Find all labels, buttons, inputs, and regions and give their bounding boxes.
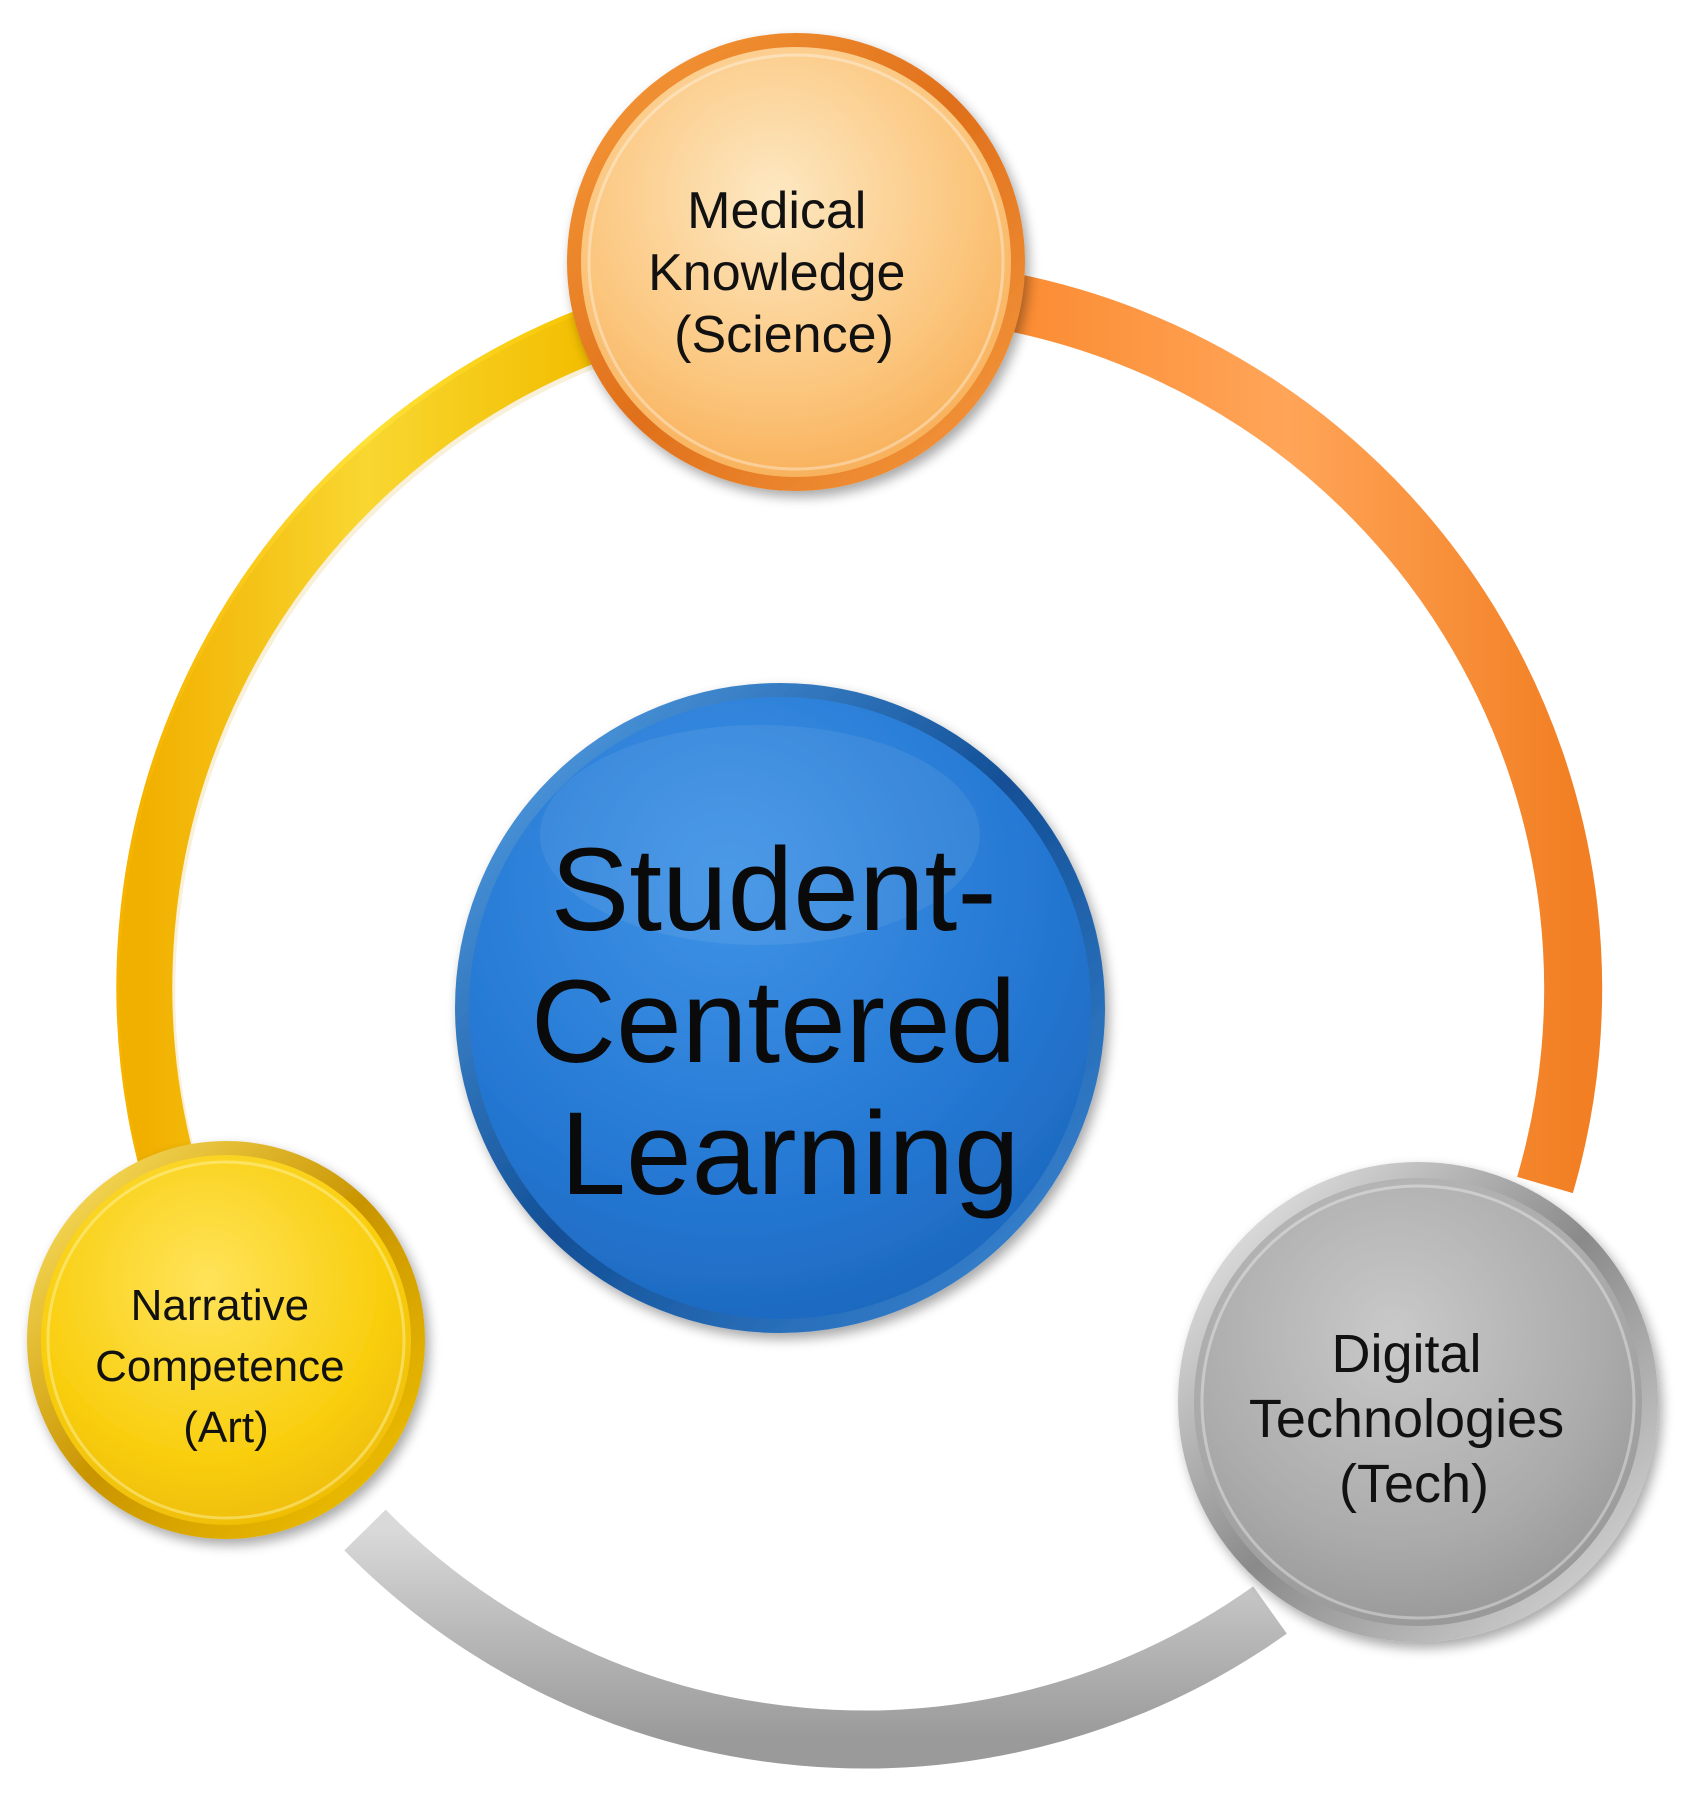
- yellow-arc: [116, 308, 601, 1183]
- art-line-3: (Art): [183, 1403, 269, 1452]
- science-label: Medical Knowledge (Science): [648, 182, 920, 364]
- tech-node-circle: [1178, 1162, 1658, 1642]
- art-line-2: Competence: [95, 1342, 344, 1391]
- gray-arc: [344, 1509, 1287, 1769]
- science-line-3: (Science): [674, 306, 894, 364]
- center-label: Student- Centered Learning: [531, 824, 1049, 1220]
- tech-node: [1178, 1162, 1658, 1642]
- orange-arc: [994, 271, 1603, 1194]
- art-label: Narrative Competence (Art): [95, 1281, 357, 1452]
- center-node: [455, 683, 1105, 1333]
- science-node: [567, 33, 1025, 491]
- science-line-1: Medical: [687, 182, 866, 240]
- tech-line-2: Technologies: [1249, 1389, 1564, 1449]
- art-line-1: Narrative: [131, 1281, 310, 1330]
- science-line-2: Knowledge: [648, 244, 905, 302]
- science-node-circle: [567, 33, 1025, 491]
- tech-label: Digital Technologies (Tech): [1249, 1324, 1579, 1514]
- tech-line-3: (Tech): [1339, 1454, 1489, 1514]
- tech-line-1: Digital: [1331, 1324, 1481, 1384]
- center-line-1: Student-: [551, 824, 997, 956]
- connector-ring: [116, 271, 1603, 1769]
- art-node: [27, 1141, 425, 1539]
- center-line-3: Learning: [560, 1088, 1019, 1220]
- art-node-circle: [27, 1141, 425, 1539]
- center-line-2: Centered: [531, 956, 1016, 1088]
